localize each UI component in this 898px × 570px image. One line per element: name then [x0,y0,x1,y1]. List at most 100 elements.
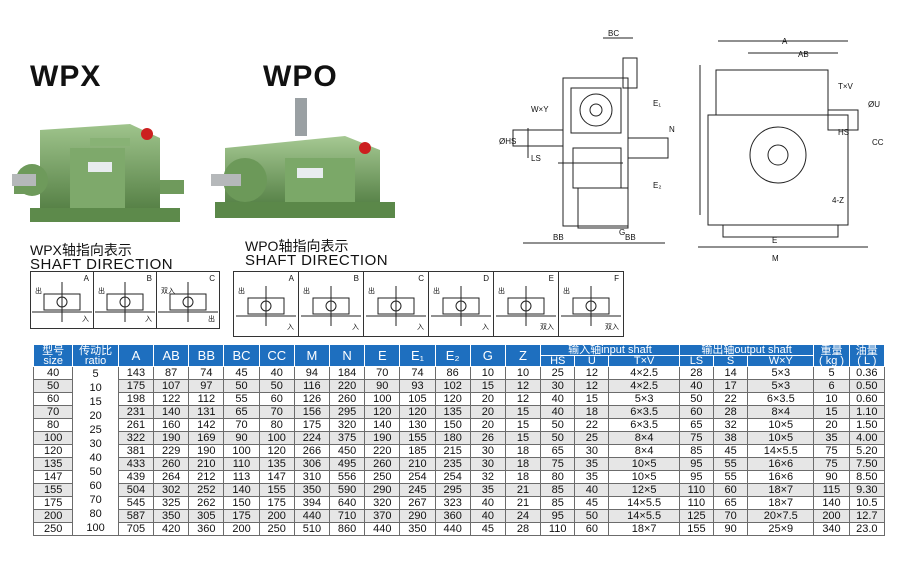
oil-header-cn: 油量 [855,344,878,357]
front-label-m: M [772,254,779,263]
table-cell: 1.50 [848,418,886,432]
table-cell: 6×3.5 [747,392,815,406]
table-cell: 231 [117,405,155,419]
input-col-header: U [574,355,610,367]
table-cell: 295 [328,405,366,419]
table-cell: 210 [188,457,225,471]
wpx-shaft-direction-en: SHAFT DIRECTION [30,256,174,273]
table-cell: 21 [504,496,542,510]
table-cell: 200 [258,509,295,523]
output-col-header: W×Y [747,355,815,367]
direction-output-text: 出 [368,288,375,295]
size-header-en: size [43,354,63,367]
table-cell: 587 [117,509,155,523]
table-cell: 110 [223,457,260,471]
table-cell: 150 [223,496,260,510]
direction-label: D [483,274,489,283]
table-cell: 6×3.5 [608,405,680,419]
side-label-g: G [619,228,625,237]
table-cell: 504 [117,483,155,497]
table-cell: 140 [813,496,850,510]
table-cell: 30 [574,444,610,458]
table-cell: 50 [678,392,715,406]
table-cell: 131 [188,405,225,419]
table-cell: 190 [188,444,225,458]
table-cell: 120 [32,444,74,458]
wpo-shaft-direction-en: SHAFT DIRECTION [245,252,389,269]
table-cell: 12×5 [608,483,680,497]
table-cell: 80 [258,418,295,432]
table-cell: 450 [328,444,366,458]
direction-sketch [95,282,155,322]
table-cell: 25 [540,366,576,380]
table-cell: 155 [258,483,295,497]
front-label-e: E [772,236,777,245]
oil-header-unit: ( L ) [857,354,877,367]
table-cell: 10×5 [747,431,815,445]
table-cell: 260 [328,392,366,406]
table-cell: 120 [258,444,295,458]
side-label-e1: E₁ [653,99,661,108]
input-col-header: T×V [608,355,680,367]
table-cell: 860 [328,522,366,536]
table-cell: 5×3 [608,392,680,406]
table-cell: 20×7.5 [747,509,815,523]
table-cell: 28 [712,405,749,419]
table-cell: 360 [188,522,225,536]
table-cell: 1.10 [848,405,886,419]
direction-sketch [561,286,621,326]
table-cell: 262 [188,496,225,510]
direction-input-text: 双入 [605,324,619,331]
table-cell: 9.30 [848,483,886,497]
direction-output-text: 出 [303,288,310,295]
table-cell: 75 [678,431,715,445]
table-cell: 100 [364,392,401,406]
direction-input-text: 出 [208,316,215,323]
table-cell: 70 [712,509,749,523]
table-cell: 290 [364,483,401,497]
wpx-shaft-direction-cn: WPX轴指向表示 [30,242,132,258]
side-label-n: N [669,125,675,134]
col-header: CC [258,344,295,367]
table-cell: 40 [469,496,506,510]
table-cell: 28 [504,522,542,536]
table-cell: 95 [540,509,576,523]
table-cell: 325 [153,496,190,510]
table-cell: 135 [434,405,471,419]
table-cell: 320 [328,418,366,432]
col-header: AB [153,344,190,367]
table-cell: 50 [32,379,74,393]
direction-label: C [418,274,424,283]
table-cell: 190 [364,431,401,445]
ratio-value: 25 [89,424,102,436]
col-header: E [364,344,401,367]
table-cell: 10×5 [747,418,815,432]
table-cell: 107 [153,379,190,393]
ratio-value: 60 [89,480,102,492]
table-cell: 710 [328,509,366,523]
table-cell: 200 [32,509,74,523]
table-cell: 75 [813,457,850,471]
wpx-gearbox-photo [12,124,184,222]
table-cell: 175 [293,418,331,432]
table-cell: 200 [813,509,850,523]
ratio-value: 10 [89,382,102,394]
table-cell: 75 [540,457,576,471]
table-cell: 190 [153,431,190,445]
table-cell: 21 [504,483,542,497]
ratio-value: 40 [89,452,102,464]
table-cell: 18 [504,444,542,458]
direction-output-text: 出 [238,288,245,295]
table-cell: 140 [364,418,401,432]
table-cell: 115 [813,483,850,497]
table-cell: 97 [188,379,225,393]
ratio-value: 20 [89,410,102,422]
size-header: 型号 size [32,344,74,367]
table-cell: 155 [399,431,436,445]
table-cell: 440 [364,522,401,536]
